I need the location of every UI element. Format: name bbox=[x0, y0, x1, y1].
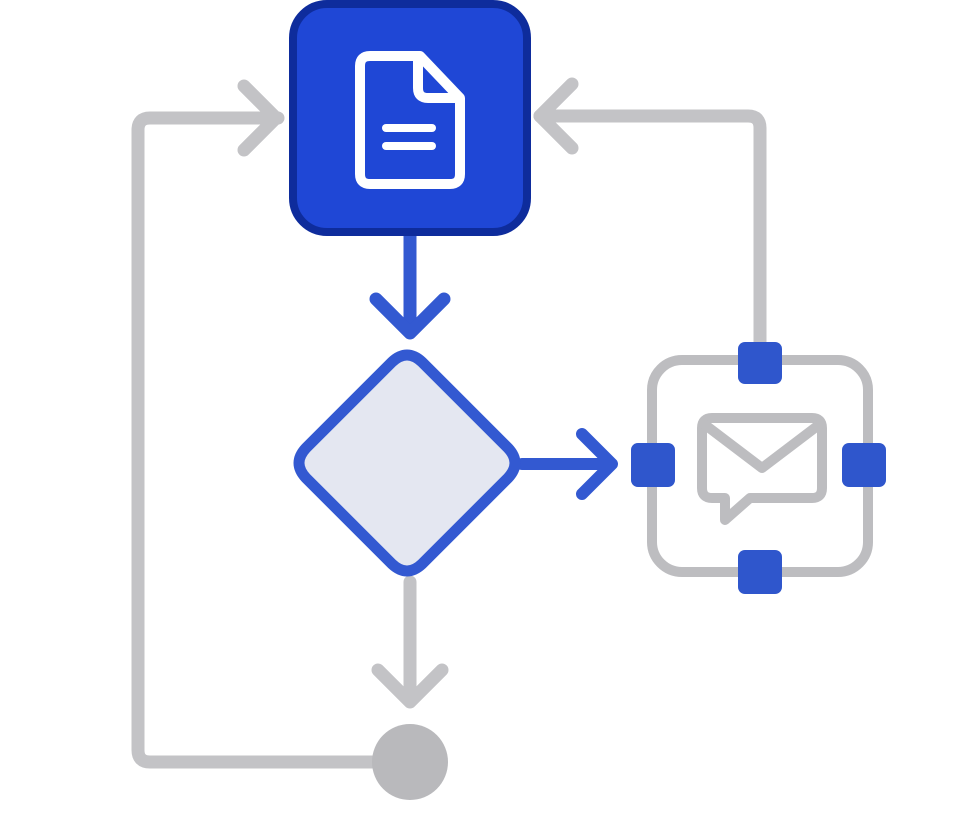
connector-message-to-document bbox=[533, 77, 767, 352]
message-node[interactable] bbox=[631, 342, 886, 594]
document-icon bbox=[355, 51, 465, 189]
connector-decision-to-end bbox=[371, 575, 449, 709]
resize-handle-top[interactable] bbox=[738, 342, 782, 384]
decision-diamond[interactable] bbox=[293, 349, 521, 577]
end-node[interactable] bbox=[372, 724, 448, 800]
resize-handle-bottom[interactable] bbox=[738, 550, 782, 594]
resize-handle-left[interactable] bbox=[631, 443, 675, 487]
connector-document-to-decision bbox=[369, 225, 451, 340]
resize-handle-right[interactable] bbox=[842, 443, 886, 487]
connector-end-to-document bbox=[131, 79, 395, 769]
document-node[interactable] bbox=[289, 0, 531, 236]
envelope-chat-icon bbox=[697, 413, 827, 525]
connector-decision-to-message bbox=[516, 428, 618, 500]
